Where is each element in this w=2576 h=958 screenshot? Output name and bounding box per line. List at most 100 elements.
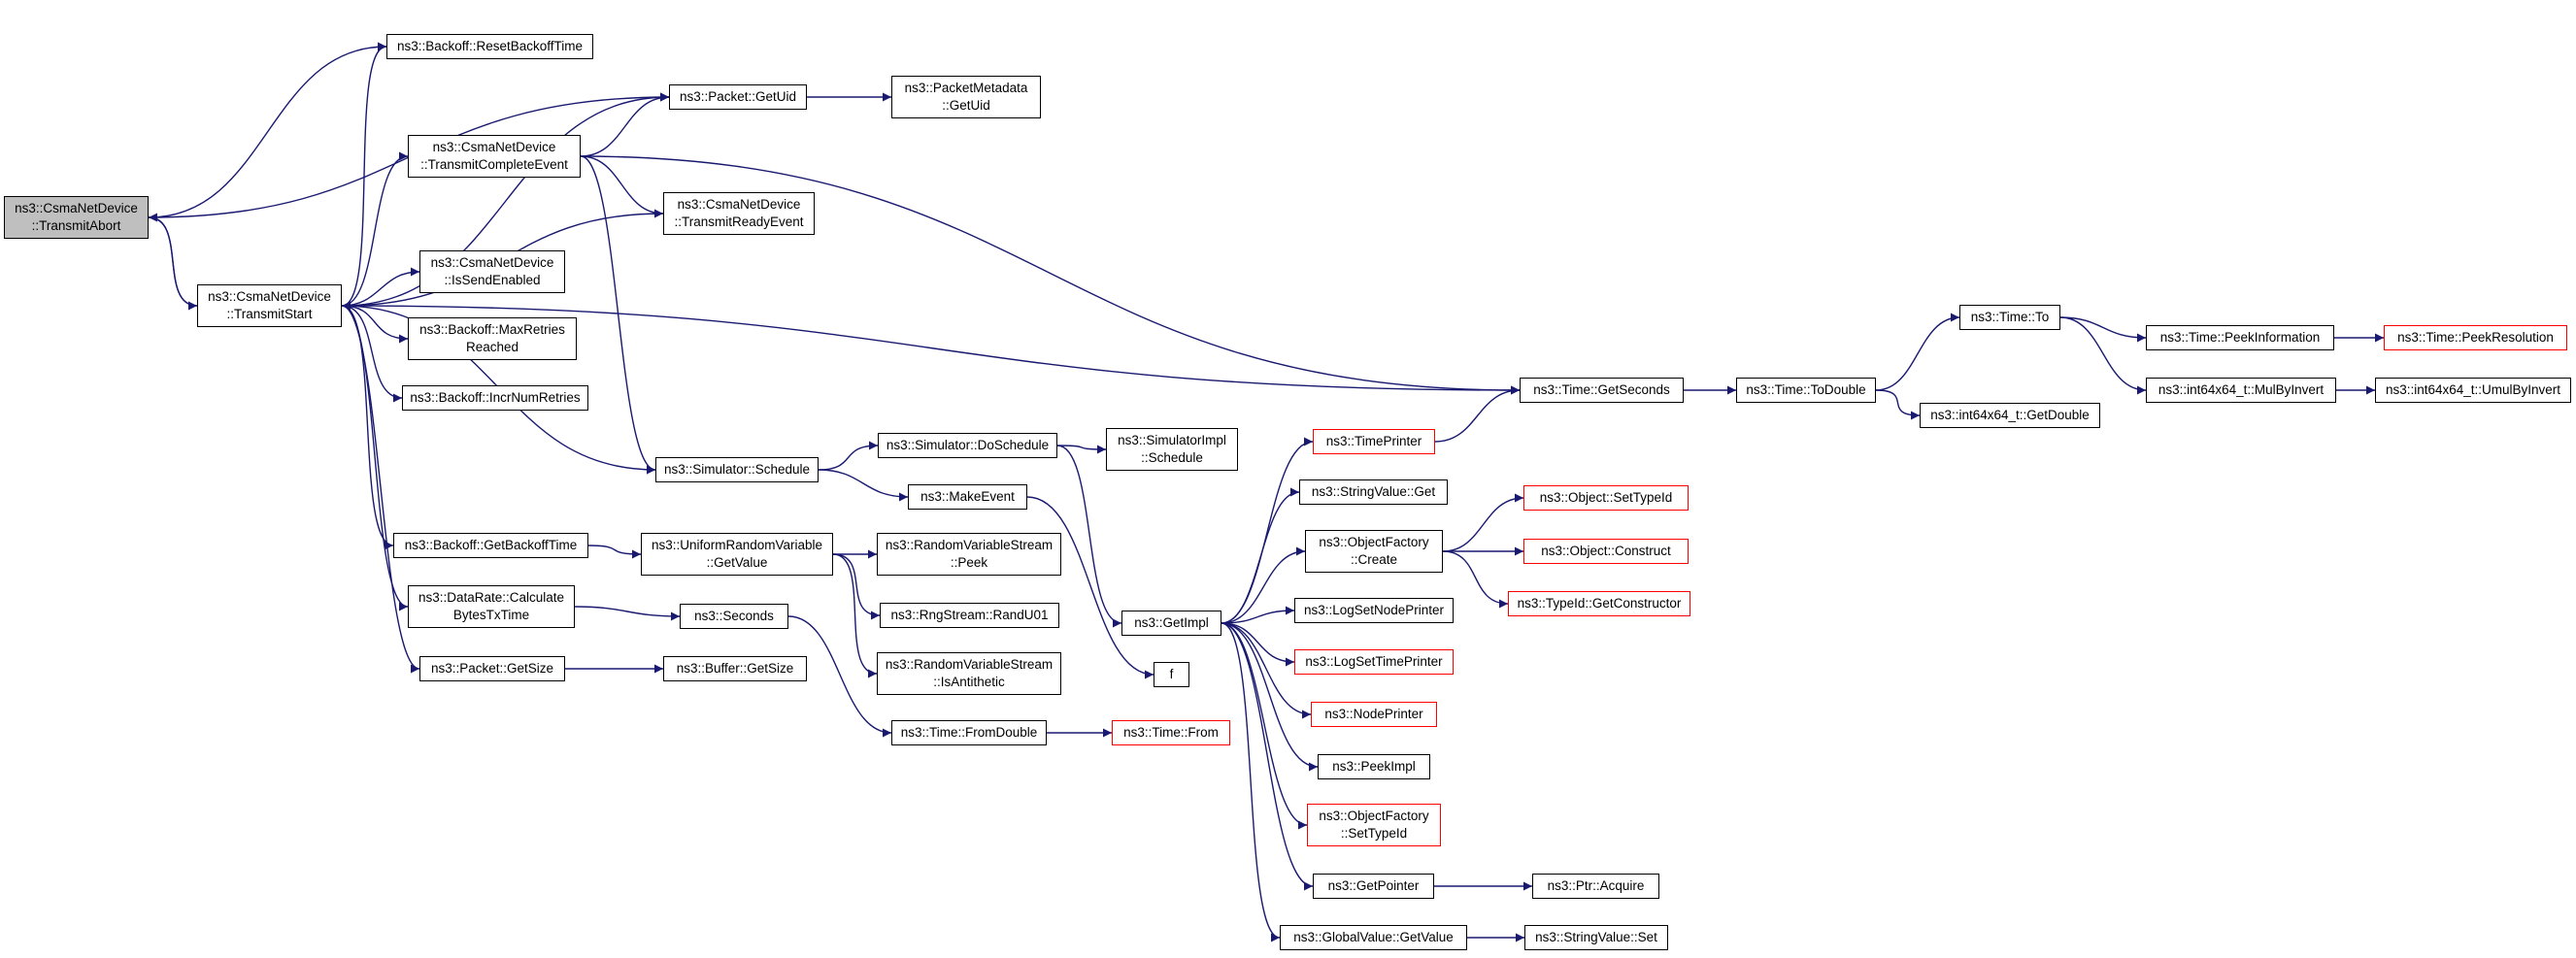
node-label-line: ns3::CsmaNetDevice bbox=[208, 289, 331, 304]
node-max-retries-reached[interactable]: ns3::Backoff::MaxRetries Reached bbox=[408, 317, 577, 360]
call-edge bbox=[1221, 622, 1281, 942]
node-label-line: ns3::Packet::GetUid bbox=[679, 89, 797, 104]
call-edge bbox=[1221, 622, 1312, 719]
node-transmit-abort: ns3::CsmaNetDevice ::TransmitAbort bbox=[4, 196, 149, 239]
node-type-id-get-constructor[interactable]: ns3::TypeId::GetConstructor bbox=[1508, 591, 1690, 616]
call-edge bbox=[341, 42, 387, 307]
node-packet-get-size[interactable]: ns3::Packet::GetSize bbox=[419, 656, 565, 681]
node-label-line: ns3::Time::To bbox=[1970, 310, 2050, 324]
node-f[interactable]: f bbox=[1154, 662, 1189, 687]
node-label-line: ns3::DataRate::Calculate bbox=[418, 590, 565, 605]
node-label-line: ns3::ObjectFactory bbox=[1319, 535, 1429, 549]
node-time-printer[interactable]: ns3::TimePrinter bbox=[1313, 429, 1435, 454]
node-int64x64-umul-by-invert[interactable]: ns3::int64x64_t::UmulByInvert bbox=[2375, 378, 2571, 403]
node-transmit-start[interactable]: ns3::CsmaNetDevice ::TransmitStart bbox=[197, 284, 342, 327]
node-transmit-complete-event[interactable]: ns3::CsmaNetDevice ::TransmitCompleteEve… bbox=[408, 135, 581, 178]
node-time-peek-information[interactable]: ns3::Time::PeekInformation bbox=[2146, 325, 2334, 350]
node-string-value-set[interactable]: ns3::StringValue::Set bbox=[1524, 925, 1668, 950]
node-object-set-type-id[interactable]: ns3::Object::SetTypeId bbox=[1523, 485, 1689, 511]
node-label-line: f bbox=[1169, 667, 1174, 681]
node-get-backoff-time[interactable]: ns3::Backoff::GetBackoffTime bbox=[393, 533, 588, 558]
node-do-schedule[interactable]: ns3::Simulator::DoSchedule bbox=[878, 433, 1057, 458]
node-label-line: ns3::TypeId::GetConstructor bbox=[1517, 596, 1682, 611]
node-label-line: ns3::int64x64_t::UmulByInvert bbox=[2385, 382, 2561, 397]
node-label-line: ns3::StringValue::Get bbox=[1311, 484, 1436, 499]
node-time-peek-resolution[interactable]: ns3::Time::PeekResolution bbox=[2384, 325, 2567, 350]
call-edge bbox=[1442, 550, 1509, 609]
node-transmit-ready-event[interactable]: ns3::CsmaNetDevice ::TransmitReadyEvent bbox=[663, 192, 815, 235]
call-edge bbox=[1875, 389, 1921, 420]
node-label-line: ns3::CsmaNetDevice bbox=[430, 255, 554, 270]
call-edge bbox=[1221, 487, 1300, 624]
node-label-line: ns3::Backoff::ResetBackoffTime bbox=[396, 39, 584, 53]
call-edge bbox=[1221, 546, 1306, 624]
call-edge bbox=[1434, 385, 1521, 443]
node-random-variable-stream-peek[interactable]: ns3::RandomVariableStream ::Peek bbox=[877, 533, 1061, 576]
node-label-line: ns3::Object::Construct bbox=[1541, 544, 1671, 558]
call-edge bbox=[574, 606, 681, 621]
node-node-printer[interactable]: ns3::NodePrinter bbox=[1311, 702, 1437, 727]
node-incr-num-retries[interactable]: ns3::Backoff::IncrNumRetries bbox=[402, 385, 588, 411]
node-time-from[interactable]: ns3::Time::From bbox=[1112, 720, 1230, 745]
node-simulator-schedule[interactable]: ns3::Simulator::Schedule bbox=[655, 457, 819, 482]
node-ptr-acquire[interactable]: ns3::Ptr::Acquire bbox=[1532, 874, 1659, 899]
node-label-line: ::SetTypeId bbox=[1340, 826, 1408, 841]
node-is-send-enabled[interactable]: ns3::CsmaNetDevice ::IsSendEnabled bbox=[419, 250, 565, 293]
call-edge bbox=[1875, 313, 1960, 391]
node-label-line: ns3::GlobalValue::GetValue bbox=[1293, 930, 1454, 944]
node-reset-backoff-time[interactable]: ns3::Backoff::ResetBackoffTime bbox=[386, 34, 593, 59]
node-label-line: ns3::LogSetNodePrinter bbox=[1303, 603, 1445, 617]
node-packet-get-uid[interactable]: ns3::Packet::GetUid bbox=[669, 84, 807, 110]
node-label-line: ns3::int64x64_t::MulByInvert bbox=[2158, 382, 2325, 397]
node-label-line: ns3::Packet::GetSize bbox=[430, 661, 554, 676]
node-label-line: ::IsSendEnabled bbox=[444, 273, 541, 287]
node-uniform-random-variable-get-value[interactable]: ns3::UniformRandomVariable ::GetValue bbox=[641, 533, 833, 576]
node-label-line: ns3::Time::From bbox=[1123, 725, 1219, 740]
node-global-value-get-value[interactable]: ns3::GlobalValue::GetValue bbox=[1280, 925, 1467, 950]
node-peek-impl[interactable]: ns3::PeekImpl bbox=[1318, 754, 1430, 779]
node-buffer-get-size[interactable]: ns3::Buffer::GetSize bbox=[663, 656, 807, 681]
call-edge bbox=[587, 545, 642, 559]
call-edge bbox=[832, 553, 878, 678]
call-edge bbox=[341, 305, 1521, 395]
node-label-line: ns3::TimePrinter bbox=[1325, 434, 1422, 448]
node-label-line: ::IsAntithetic bbox=[933, 675, 1005, 689]
node-log-set-node-printer[interactable]: ns3::LogSetNodePrinter bbox=[1294, 598, 1454, 623]
node-label-line: ns3::CsmaNetDevice bbox=[432, 140, 556, 154]
node-label-line: ns3::Simulator::DoSchedule bbox=[886, 438, 1050, 452]
node-object-factory-create[interactable]: ns3::ObjectFactory ::Create bbox=[1305, 530, 1443, 573]
node-label-line: ns3::GetImpl bbox=[1134, 615, 1209, 630]
call-edge bbox=[341, 305, 394, 550]
node-label-line: ns3::Time::PeekInformation bbox=[2159, 330, 2321, 345]
node-calculate-bytes-tx-time[interactable]: ns3::DataRate::Calculate BytesTxTime bbox=[408, 585, 575, 628]
node-packet-metadata-get-uid[interactable]: ns3::PacketMetadata ::GetUid bbox=[891, 76, 1041, 118]
node-label-line: ns3::RandomVariableStream bbox=[885, 538, 1054, 552]
node-rng-stream-rand-u01[interactable]: ns3::RngStream::RandU01 bbox=[880, 603, 1059, 628]
node-string-value-get[interactable]: ns3::StringValue::Get bbox=[1299, 479, 1448, 505]
node-seconds[interactable]: ns3::Seconds bbox=[680, 604, 788, 629]
node-get-pointer[interactable]: ns3::GetPointer bbox=[1313, 874, 1434, 899]
node-log-set-time-printer[interactable]: ns3::LogSetTimePrinter bbox=[1294, 649, 1454, 675]
node-time-to-double[interactable]: ns3::Time::ToDouble bbox=[1736, 378, 1876, 403]
node-int64x64-get-double[interactable]: ns3::int64x64_t::GetDouble bbox=[1920, 403, 2100, 428]
node-int64x64-mul-by-invert[interactable]: ns3::int64x64_t::MulByInvert bbox=[2146, 378, 2336, 403]
call-edge bbox=[1221, 622, 1314, 891]
call-edge bbox=[341, 267, 420, 307]
node-time-get-seconds[interactable]: ns3::Time::GetSeconds bbox=[1520, 378, 1684, 403]
call-edge bbox=[341, 151, 409, 307]
node-time-to[interactable]: ns3::Time::To bbox=[1959, 305, 2060, 330]
node-make-event[interactable]: ns3::MakeEvent bbox=[908, 484, 1027, 510]
call-edge bbox=[341, 92, 670, 307]
node-label-line: ns3::CsmaNetDevice bbox=[677, 197, 801, 212]
node-time-from-double[interactable]: ns3::Time::FromDouble bbox=[891, 720, 1047, 745]
node-label-line: ::GetValue bbox=[706, 555, 768, 570]
node-label-line: ns3::PeekImpl bbox=[1332, 759, 1416, 774]
node-label-line: ns3::Backoff::GetBackoffTime bbox=[404, 538, 578, 552]
node-object-construct[interactable]: ns3::Object::Construct bbox=[1523, 539, 1689, 564]
node-label-line: ::Schedule bbox=[1141, 450, 1203, 465]
node-simulator-impl-schedule[interactable]: ns3::SimulatorImpl ::Schedule bbox=[1106, 428, 1238, 471]
node-object-factory-set-type-id[interactable]: ns3::ObjectFactory ::SetTypeId bbox=[1307, 804, 1441, 846]
call-edge bbox=[1221, 606, 1295, 624]
node-random-variable-stream-is-antithetic[interactable]: ns3::RandomVariableStream ::IsAntithetic bbox=[877, 652, 1061, 695]
node-get-impl[interactable]: ns3::GetImpl bbox=[1121, 611, 1221, 636]
